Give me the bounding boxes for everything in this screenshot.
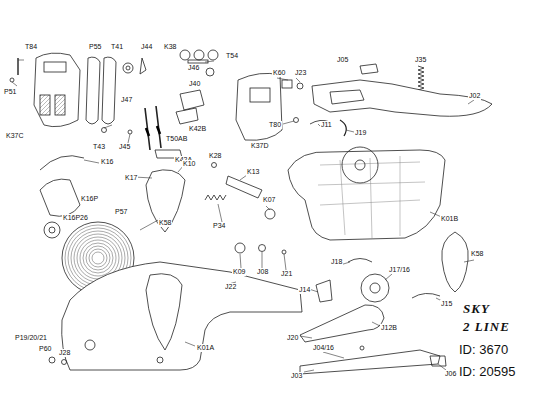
- part-callout: K07: [262, 196, 276, 204]
- id-number: ID: 3670: [458, 342, 509, 357]
- part-callout: T50AB: [165, 135, 188, 143]
- part-callout: K58: [470, 250, 484, 258]
- part-callout: J40: [188, 80, 201, 88]
- part-callout: K60: [272, 69, 286, 77]
- label-roll-winding: [83, 243, 113, 273]
- part-callout: J28: [58, 349, 71, 357]
- part-callout: P34: [212, 222, 226, 230]
- part-callout: K16P: [80, 195, 99, 203]
- part-callout: K16P26: [62, 214, 89, 222]
- part-callout: J20: [286, 334, 299, 342]
- part-callout: K58: [158, 219, 172, 227]
- part-callout: J44: [140, 43, 153, 51]
- part-callout: K28: [208, 152, 222, 160]
- part-callout: K37D: [250, 142, 270, 150]
- part-callout: T54: [225, 52, 239, 60]
- part-callout: J12B: [380, 324, 398, 332]
- part-callout: J19: [354, 129, 367, 137]
- part-callout: J46: [187, 64, 200, 72]
- label-roll-winding: [92, 252, 104, 264]
- part-callout: J22: [224, 283, 237, 291]
- part-callout: P19/20/21: [14, 334, 48, 342]
- part-callout: J04/16: [312, 344, 335, 352]
- part-callout: J08: [256, 268, 269, 276]
- label-roll-winding: [89, 249, 107, 267]
- part-callout: J18: [330, 258, 343, 266]
- part-callout: J05: [336, 56, 349, 64]
- part-callout: J23: [294, 69, 307, 77]
- part-callout: P51: [3, 88, 17, 96]
- part-callout: K01B: [440, 215, 459, 223]
- part-callout: J15: [440, 300, 453, 308]
- part-callout: J17/16: [388, 266, 411, 274]
- label-roll-winding: [86, 246, 110, 270]
- model-name: SKY: [462, 302, 491, 316]
- part-callout: T84: [24, 43, 38, 51]
- part-callout: J21: [280, 270, 293, 278]
- part-callout: J03: [290, 372, 303, 380]
- part-callout: J06: [444, 370, 457, 378]
- part-callout: K13: [246, 168, 260, 176]
- model-name: 2 LINE: [462, 320, 511, 334]
- part-callout: J11: [320, 121, 333, 129]
- part-callout: J02: [468, 92, 481, 100]
- id-number: ID: 20595: [458, 364, 516, 379]
- label-roll-winding: [80, 240, 116, 276]
- part-callout: J45: [118, 143, 131, 151]
- part-callout: K16: [100, 158, 114, 166]
- part-callout: J14: [298, 286, 311, 294]
- part-callout: K17: [124, 174, 138, 182]
- part-callout: T80: [268, 121, 282, 129]
- part-callout: K09: [232, 268, 246, 276]
- part-callout: K01A: [196, 344, 215, 352]
- part-callout: K37C: [5, 132, 25, 140]
- part-callout: K10: [182, 160, 196, 168]
- part-callout: K38: [163, 43, 177, 51]
- part-callout: T43: [92, 143, 106, 151]
- part-callout: P60: [38, 345, 52, 353]
- part-callout: J47: [120, 96, 133, 104]
- part-callout: T41: [110, 43, 124, 51]
- part-callout: P55: [88, 43, 102, 51]
- part-callout: P57: [114, 208, 128, 216]
- part-callout: J35: [414, 56, 427, 64]
- part-callout: K42B: [188, 125, 207, 133]
